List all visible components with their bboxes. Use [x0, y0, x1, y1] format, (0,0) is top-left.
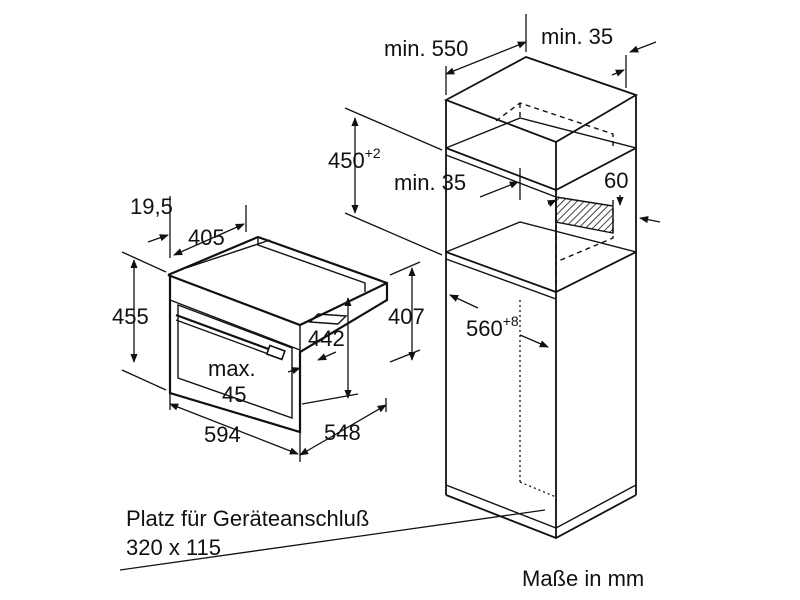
cabinet-bottom [445, 494, 637, 539]
dim-19-5 [147, 196, 171, 258]
label-min-35-mid: min. 35 [394, 170, 466, 195]
connection-leader [119, 509, 546, 571]
label-60: 60 [604, 168, 628, 193]
niche-hidden-top [495, 102, 614, 148]
dim-min-35-mid [479, 168, 557, 207]
label-450: 450+2 [328, 145, 381, 173]
label-405: 405 [188, 225, 225, 250]
dim-405 [173, 205, 247, 256]
dim-407 [389, 261, 421, 363]
label-45: 45 [222, 382, 246, 407]
cabinet-top [443, 56, 639, 143]
oven-handle [175, 313, 283, 356]
tall-cabinet [443, 56, 639, 539]
dim-max-45 [287, 351, 337, 375]
label-min-35-top: min. 35 [541, 24, 613, 49]
dim-60 [616, 195, 661, 224]
oven-front-top [167, 273, 388, 327]
cabinet-niche-shelf [445, 251, 637, 293]
note-connection-size: 320 x 115 [126, 535, 221, 560]
label-min-550: min. 550 [384, 36, 468, 61]
label-594: 594 [204, 422, 241, 447]
connection-space-outline [519, 300, 557, 520]
note-units: Maße in mm [522, 566, 644, 591]
label-548: 548 [324, 420, 361, 445]
label-max: max. [208, 356, 256, 381]
note-connection-space: Platz für Geräteanschluß [126, 506, 369, 531]
dim-min-550 [445, 14, 527, 95]
ventilation-slot [555, 196, 614, 234]
label-19-5: 19,5 [130, 194, 173, 219]
oven-appliance [167, 235, 389, 434]
dim-560 [449, 294, 549, 348]
label-442: 442 [308, 326, 345, 351]
label-455: 455 [112, 304, 149, 329]
cabinet-plinth [445, 484, 637, 529]
dim-455 [121, 251, 167, 391]
oven-front-frame [169, 299, 301, 393]
oven-outline [167, 235, 389, 434]
label-560: 560+8 [466, 313, 519, 341]
label-407: 407 [388, 304, 425, 329]
dim-548 [299, 398, 387, 456]
dim-450 [344, 107, 443, 256]
dim-min-35-top [611, 41, 657, 88]
dim-442 [301, 297, 359, 405]
